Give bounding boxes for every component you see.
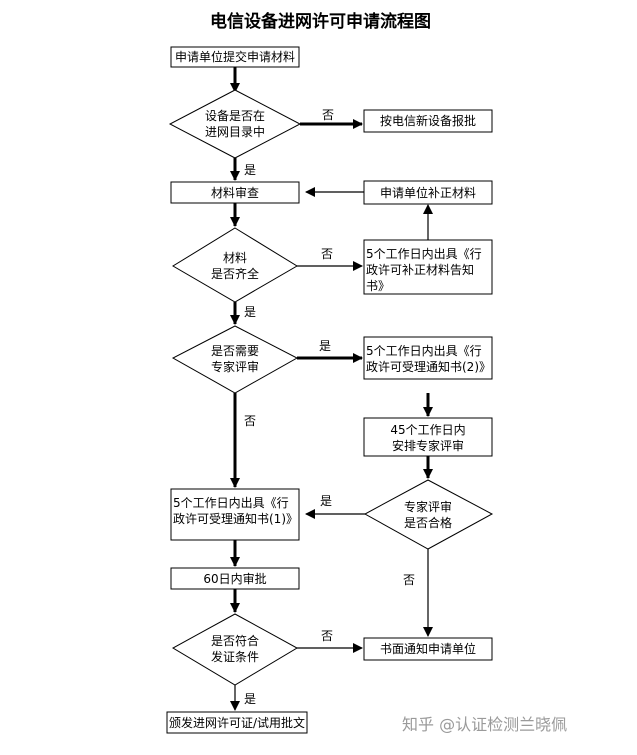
diagram-title: 电信设备进网许可申请流程图 [210, 11, 431, 32]
decision-materials-complete-line2: 是否齐全 [211, 266, 259, 281]
node-supplement-materials-box [363, 180, 493, 205]
node-supplement-notice-line1: 5个工作日内出具《行 [366, 247, 482, 261]
watermark: 知乎 @认证检测兰晓佩 [402, 715, 567, 734]
decision-materials-complete-line1: 材料 [223, 251, 247, 265]
decision-in-catalog-shape [168, 89, 302, 159]
edge-label-d4-no: 否 [403, 573, 415, 587]
decision-expert-review-needed-shape [171, 325, 299, 394]
decision-expert-review-passed-line1: 专家评审 [404, 499, 452, 514]
decision-expert-review-passed-line2: 是否合格 [404, 515, 452, 530]
decision-in-catalog-line1: 设备是否在 [205, 109, 265, 123]
node-issue-license: 颁发进网许可证/试用批文 [169, 715, 305, 730]
edge-label-d2-yes: 是 [244, 305, 256, 319]
node-supplement-materials: 申请单位补正材料 [380, 185, 476, 200]
node-material-review-box [170, 181, 300, 204]
edge-label-d1-yes: 是 [244, 163, 256, 177]
decision-expert-review-passed-shape [363, 479, 494, 550]
node-approval-60-days: 60日内审批 [203, 571, 266, 586]
node-acceptance-notice-2-line2: 政许可受理通知书(2)》 [366, 360, 491, 374]
decision-expert-review-needed-line1: 是否需要 [211, 344, 259, 358]
node-new-device-approval-box [363, 109, 493, 133]
node-arrange-expert-review-line2: 安排专家评审 [392, 438, 464, 453]
node-supplement-notice-box [363, 239, 493, 295]
node-submit-materials-box [170, 46, 300, 68]
edge-label-d1-no: 否 [322, 108, 334, 122]
edge-label-d4-yes: 是 [320, 494, 332, 508]
node-acceptance-notice-2-line1: 5个工作日内出具《行 [366, 344, 482, 358]
node-acceptance-notice-1-line2: 政许可受理通知书(1)》 [173, 512, 298, 526]
edge-label-d5-yes: 是 [244, 692, 256, 706]
decision-in-catalog-line2: 进网目录中 [205, 124, 265, 139]
decision-expert-review-needed-line2: 专家评审 [211, 359, 259, 374]
node-arrange-expert-review-line1: 45个工作日内 [390, 423, 465, 437]
node-arrange-expert-review-box [363, 417, 493, 457]
node-material-review: 材料审查 [211, 185, 259, 200]
node-acceptance-notice-1-box [170, 488, 300, 541]
node-supplement-notice-line2: 政许可补正材料告知 [366, 263, 474, 277]
node-submit-materials: 申请单位提交申请材料 [175, 49, 295, 64]
node-approval-60-days-box [170, 567, 300, 590]
edge-label-d5-no: 否 [321, 629, 333, 643]
edge-label-d2-no: 否 [321, 247, 333, 261]
edge-label-d3-yes: 是 [319, 339, 331, 353]
node-written-notice-box [363, 637, 493, 661]
node-new-device-approval: 按电信新设备报批 [380, 113, 476, 128]
node-acceptance-notice-1-line1: 5个工作日内出具《行 [173, 496, 289, 510]
decision-license-conditions-line1: 是否符合 [211, 633, 259, 648]
node-issue-license-box [166, 711, 308, 734]
node-acceptance-notice-2-box [363, 336, 493, 380]
decision-license-conditions-line2: 发证条件 [211, 649, 259, 664]
node-written-notice: 书面通知申请单位 [380, 641, 476, 656]
node-supplement-notice-line3: 书》 [366, 279, 390, 293]
edge-label-d3-no: 否 [244, 414, 256, 428]
decision-license-conditions-shape [171, 613, 299, 686]
decision-materials-complete-shape [172, 227, 298, 303]
